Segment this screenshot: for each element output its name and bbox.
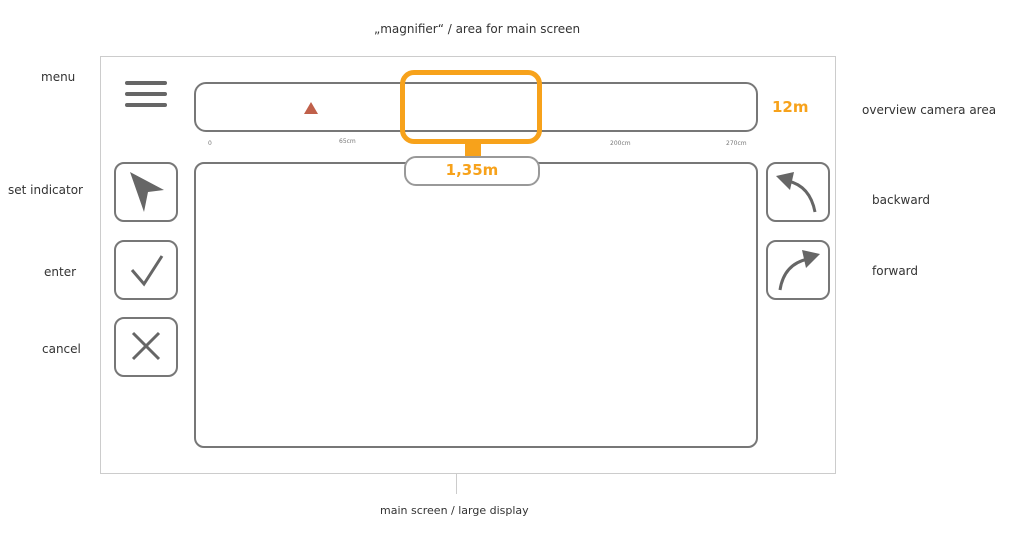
distance-badge: 1,35m: [404, 156, 540, 186]
main-screen[interactable]: [194, 162, 758, 448]
forward-annotation: forward: [872, 264, 919, 278]
position-marker-icon: [304, 102, 318, 114]
menu-button[interactable]: [124, 79, 168, 111]
cancel-button[interactable]: [114, 317, 178, 377]
magnifier-frame[interactable]: [400, 70, 542, 144]
menu-annotation: menu: [41, 70, 76, 84]
forward-button[interactable]: [766, 240, 830, 300]
backward-button[interactable]: [766, 162, 830, 222]
curved-arrow-back-icon: [776, 172, 817, 213]
pointer-arrow-icon: [130, 172, 164, 212]
distance-value: 1,35m: [445, 161, 499, 179]
magnifier-annotation: „magnifier“ / area for main screen: [374, 22, 581, 36]
enter-annotation: enter: [44, 265, 77, 279]
pointer-line: [456, 474, 457, 494]
close-icon: [131, 331, 161, 361]
overview-range: 12m: [772, 98, 809, 116]
tick-label: 270cm: [726, 140, 747, 147]
main-screen-annotation: main screen / large display: [380, 504, 529, 517]
hamburger-icon: [125, 81, 167, 107]
tick-label: 0: [208, 140, 212, 147]
overview-annotation: overview camera area: [862, 103, 997, 117]
cancel-annotation: cancel: [42, 342, 81, 356]
magnifier-connector: [465, 140, 481, 160]
tick-label: 200cm: [610, 140, 631, 147]
curved-arrow-forward-icon: [778, 250, 820, 291]
tick-label: 65cm: [339, 138, 356, 145]
set-indicator-annotation: set indicator: [8, 183, 83, 197]
overview-camera-area[interactable]: [194, 82, 758, 132]
enter-button[interactable]: [114, 240, 178, 300]
checkmark-icon: [130, 255, 164, 287]
set-indicator-button[interactable]: [114, 162, 178, 222]
backward-annotation: backward: [872, 193, 931, 207]
device-frame: [100, 56, 836, 474]
